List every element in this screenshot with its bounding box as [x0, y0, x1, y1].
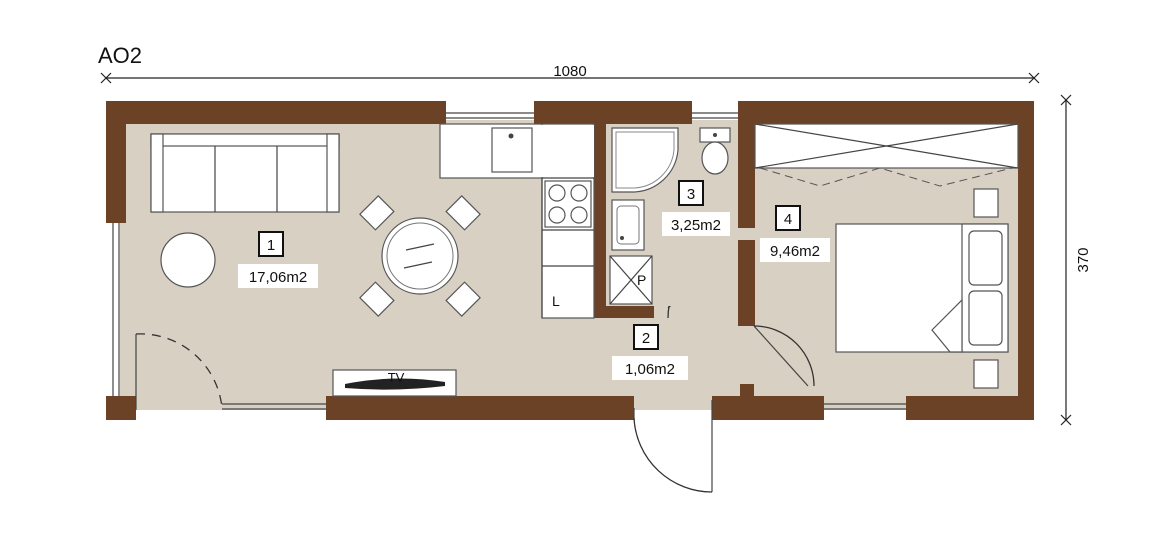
main-door: [633, 400, 713, 493]
room-tag-1: 1 17,06m2: [238, 231, 318, 288]
entrance-door-left: [135, 333, 223, 410]
room-area: 9,46m2: [770, 243, 820, 260]
kitchen-sink: [491, 127, 533, 173]
width-dimension: 1080: [100, 63, 1040, 84]
tv-console: TV: [332, 369, 457, 397]
height-dimension: 370: [1060, 94, 1092, 426]
room-number: 1: [267, 237, 275, 254]
nightstand-top: [973, 188, 999, 218]
width-label: 1080: [553, 63, 586, 80]
wardrobe: [754, 123, 1019, 187]
washing-machine: P: [609, 255, 653, 305]
toilet: [699, 127, 731, 175]
round-side-table: [160, 232, 216, 288]
tv-label: TV: [388, 370, 405, 385]
plan-title: AO2: [98, 43, 142, 68]
bedroom-door: [753, 325, 815, 387]
nightstand-bottom: [973, 359, 999, 389]
kitchen-p-label: P: [637, 272, 646, 288]
cooktop: [544, 180, 592, 228]
height-label: 370: [1075, 247, 1092, 272]
room-tag-2: 2 1,06m2: [612, 324, 688, 380]
sofa: [150, 133, 340, 213]
kitchen-l-label: L: [552, 293, 560, 309]
room-area: 3,25m2: [671, 217, 721, 234]
shower: [611, 127, 679, 193]
dining-table: [359, 195, 481, 317]
walls: [106, 101, 1034, 420]
room-tag-3: 3 3,25m2: [662, 180, 730, 236]
windows: [112, 112, 906, 410]
room-tag-4: 4 9,46m2: [760, 205, 830, 262]
room-number: 2: [642, 330, 650, 347]
room-area: 1,06m2: [625, 361, 675, 378]
room-number: 4: [784, 211, 792, 228]
washbasin: [611, 199, 645, 251]
bed: [835, 223, 1009, 353]
room-area: 17,06m2: [249, 269, 307, 286]
room-number: 3: [687, 186, 695, 203]
